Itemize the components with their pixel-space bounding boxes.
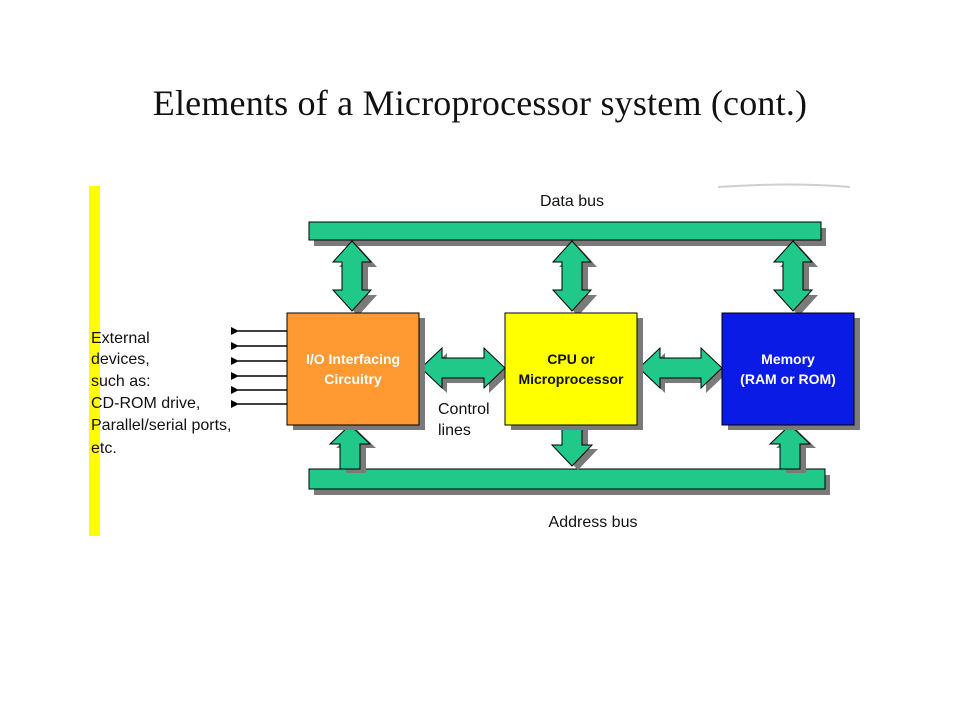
external-devices-line: Parallel/serial ports,: [91, 417, 232, 434]
cpu-box-label-line2: Microprocessor: [518, 371, 624, 387]
memory-box: Memory (RAM or ROM): [721, 312, 860, 430]
address-bus-label: Address bus: [549, 514, 638, 531]
yellow-sidebar: [89, 186, 100, 536]
cpu-box: CPU or Microprocessor: [504, 312, 643, 430]
control-lines-label-line1: Control: [438, 401, 490, 418]
data-bus-label: Data bus: [540, 193, 604, 210]
control-lines-label-line2: lines: [438, 422, 471, 439]
memory-box-label-line1: Memory: [761, 351, 815, 367]
io-address-bus-arrow: [328, 424, 376, 473]
cpu-box-label-line1: CPU or: [547, 351, 595, 367]
external-devices-line: such as:: [91, 373, 151, 390]
memory-address-bus-arrow: [768, 424, 816, 473]
io-data-bus-arrow: [331, 240, 377, 316]
external-device-arrows: [231, 327, 287, 408]
cpu-address-bus-arrow: [550, 423, 598, 470]
cpu-memory-control-arrow: [638, 346, 727, 393]
external-devices-line: devices,: [91, 351, 150, 368]
io-cpu-control-arrow: [420, 346, 510, 393]
address-bus-bar: [308, 468, 830, 495]
io-box-label-line2: Circuitry: [324, 371, 382, 387]
io-interfacing-box: I/O Interfacing Circuitry: [286, 312, 425, 430]
external-devices-line: CD-ROM drive,: [91, 395, 200, 412]
decorative-smudge: [717, 183, 851, 188]
external-devices-label: External devices, such as: CD-ROM drive,…: [91, 330, 232, 457]
memory-box-label-line2: (RAM or ROM): [740, 371, 836, 387]
external-devices-line: etc.: [91, 440, 117, 457]
external-devices-line: External: [91, 330, 150, 347]
memory-data-bus-arrow: [772, 240, 818, 316]
io-box-label-line1: I/O Interfacing: [306, 351, 400, 367]
cpu-data-bus-arrow: [551, 240, 597, 316]
data-bus-bar: [308, 221, 826, 246]
slide-title: Elements of a Microprocessor system (con…: [152, 83, 808, 123]
